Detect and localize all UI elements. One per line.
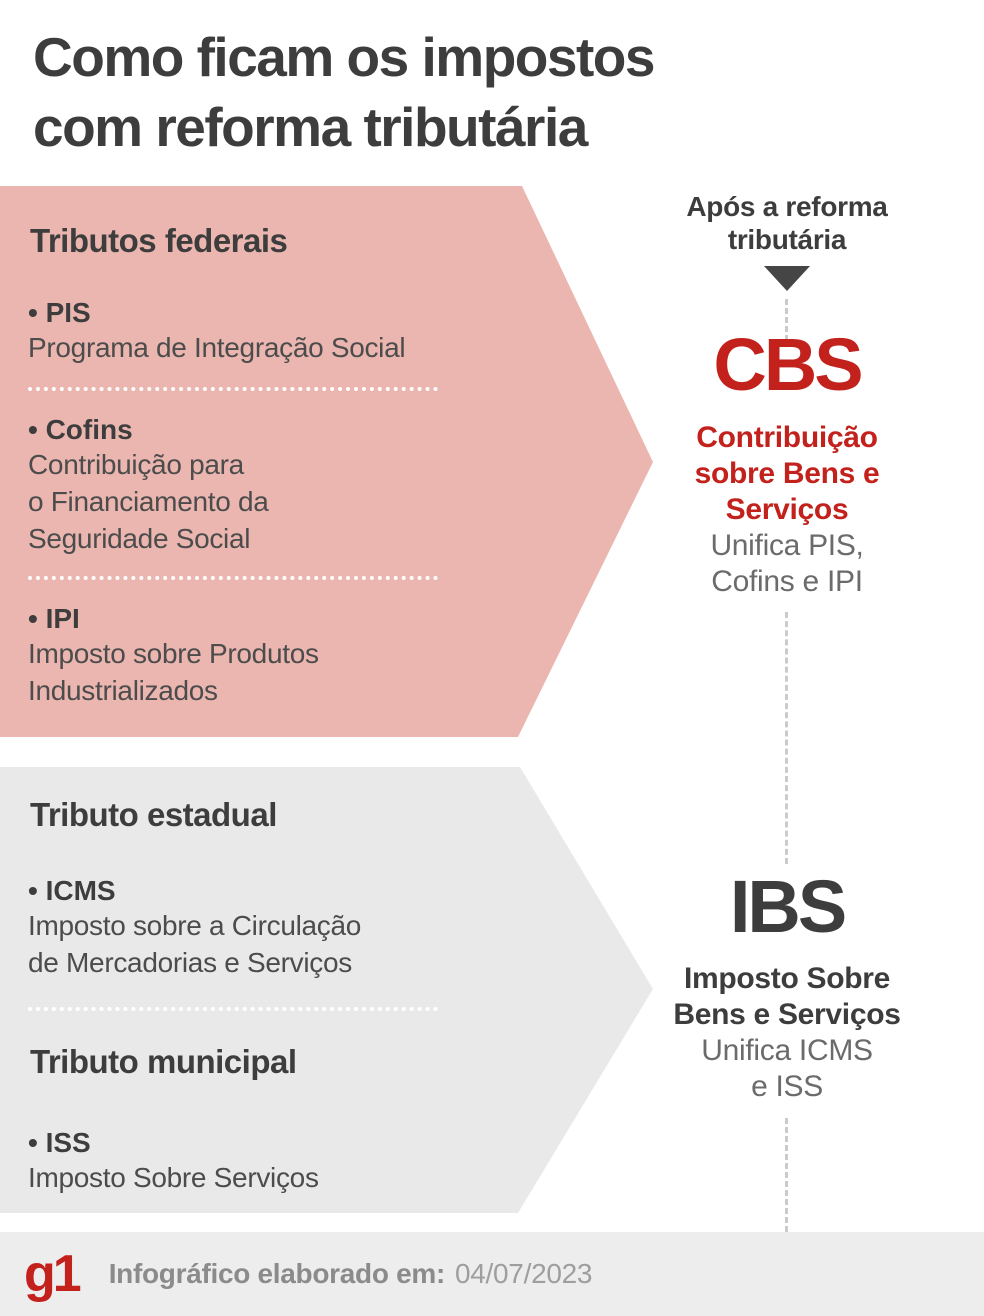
federal-block-header: Tributos federais — [30, 222, 288, 259]
cbs-name-line: sobre Bens e — [694, 457, 880, 490]
ibs-note-line: e ISS — [751, 1070, 823, 1103]
ibs-note: Unifica ICMS e ISS — [655, 1033, 919, 1105]
page-title-line-2: com reforma tributária — [33, 96, 588, 158]
page-title: Como ficam os impostos com reforma tribu… — [33, 22, 655, 162]
state-item-icms-desc-line: Imposto sobre a Circulação — [28, 910, 362, 941]
after-reform-label-line-1: Após a reforma — [686, 191, 888, 222]
cbs-name-line: Serviços — [725, 493, 849, 526]
footer-bar: g1 Infográfico elaborado em: 04/07/2023 — [0, 1232, 984, 1316]
federal-item-pis-label: • PIS — [28, 297, 91, 328]
ibs-name-line: Imposto Sobre — [683, 962, 891, 995]
down-triangle-icon — [764, 266, 810, 291]
flow-dashed-line — [785, 612, 788, 864]
ibs-full-name: Imposto Sobre Bens e Serviços — [655, 961, 919, 1033]
federal-item-pis-desc-line: Programa de Integração Social — [28, 332, 406, 363]
state-block-header: Tributo estadual — [30, 796, 277, 833]
ibs-name-line: Bens e Serviços — [673, 998, 901, 1031]
federal-taxes-arrow-shape — [0, 186, 653, 737]
federal-item-cofins-desc-line: Seguridade Social — [28, 523, 251, 554]
dotted-separator — [28, 387, 438, 391]
federal-item-ipi-desc-line: Industrializados — [28, 675, 218, 706]
g1-logo: g1 — [24, 1245, 82, 1303]
municipal-item-iss-desc-line: Imposto Sobre Serviços — [28, 1162, 319, 1193]
federal-item-cofins-label: • Cofins — [28, 414, 133, 445]
municipal-item-iss-label: • ISS — [28, 1127, 91, 1158]
after-reform-label-line-2: tributária — [727, 224, 847, 255]
federal-item-cofins-desc-line: o Financiamento da — [28, 486, 269, 517]
cbs-name-line: Contribuição — [696, 421, 878, 454]
municipal-block-header: Tributo municipal — [30, 1043, 297, 1080]
flow-dashed-line — [785, 299, 788, 341]
federal-item-cofins-desc-line: Contribuição para — [28, 449, 244, 480]
state-item-icms-desc-line: de Mercadorias e Serviços — [28, 947, 352, 978]
federal-item-ipi-desc-line: Imposto sobre Produtos — [28, 638, 319, 669]
flow-dashed-line — [785, 1118, 788, 1232]
after-reform-label: Após a reforma tributária — [655, 190, 919, 256]
cbs-note: Unifica PIS, Cofins e IPI — [655, 528, 919, 600]
cbs-note-line: Unifica PIS, — [710, 529, 864, 562]
cbs-full-name: Contribuição sobre Bens e Serviços — [655, 420, 919, 528]
footer-date: 04/07/2023 — [455, 1258, 593, 1289]
state-item-icms-label: • ICMS — [28, 875, 116, 906]
footer-label: Infográfico elaborado em: — [108, 1258, 446, 1289]
page-title-line-1: Como ficam os impostos — [33, 26, 655, 88]
ibs-note-line: Unifica ICMS — [701, 1034, 873, 1067]
dotted-separator — [28, 1007, 438, 1011]
dotted-separator — [28, 576, 438, 580]
state-municipal-arrow-shape — [0, 767, 653, 1213]
federal-item-ipi-label: • IPI — [28, 603, 80, 634]
ibs-acronym: IBS — [729, 865, 847, 948]
cbs-acronym: CBS — [713, 323, 863, 406]
cbs-note-line: Cofins e IPI — [711, 565, 863, 598]
